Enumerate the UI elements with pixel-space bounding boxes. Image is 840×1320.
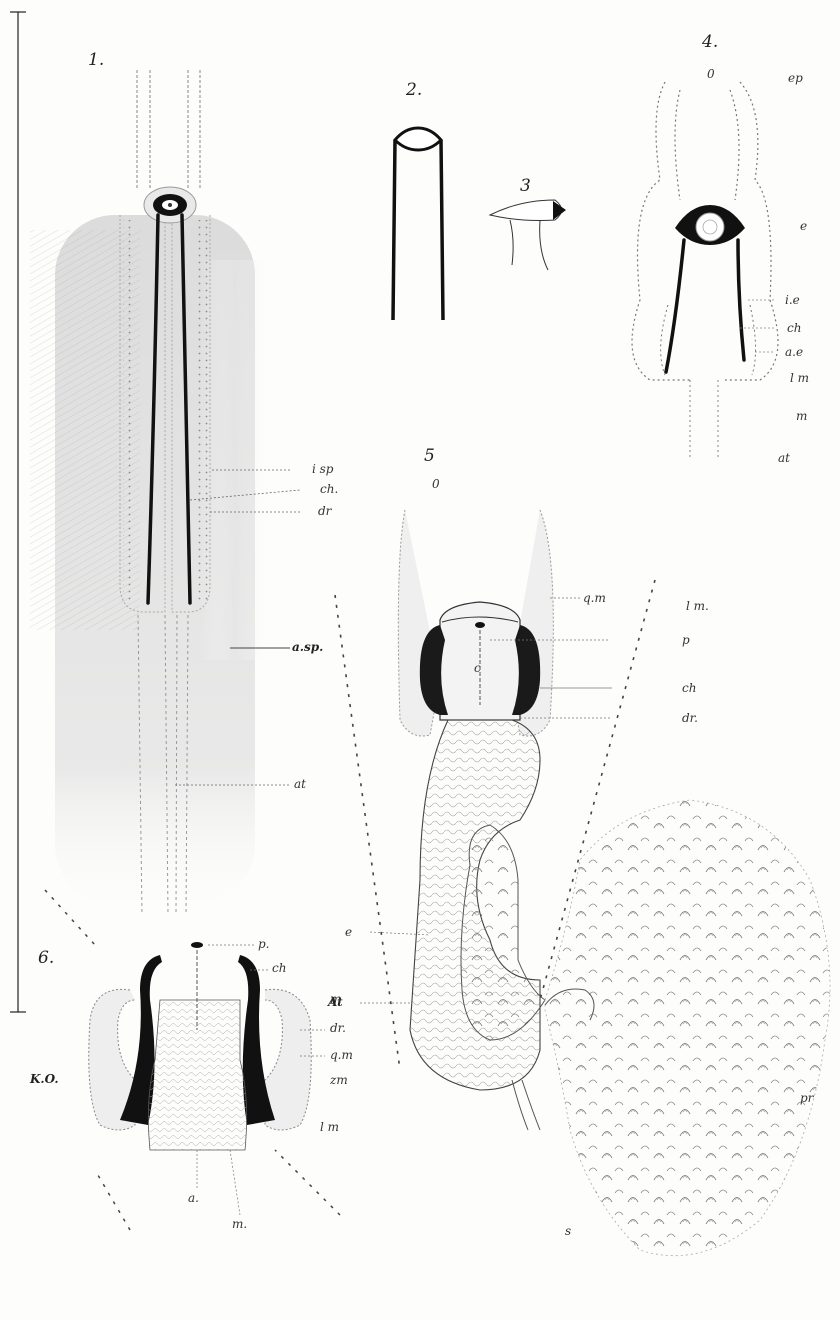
- fig4-label-ep: ep: [788, 72, 803, 84]
- fig6-label-zm: zm: [330, 1074, 348, 1086]
- fig6-label-m: m: [330, 993, 341, 1005]
- figure-6-drawing: [45, 890, 340, 1230]
- fig6-label-a: a.: [188, 1192, 199, 1204]
- fig6-label-ch: ch: [272, 962, 286, 974]
- figure-4-drawing: [632, 82, 778, 460]
- fig6-label-qm: q.m: [330, 1049, 353, 1061]
- figure-number-5: 5: [424, 448, 435, 465]
- fig5-label-lm: l m.: [686, 600, 709, 612]
- fig4-label-ch: ch: [787, 322, 801, 334]
- fig5-label-0: 0: [432, 478, 440, 490]
- figure-5-fan-drawing: [545, 800, 830, 1256]
- figure-number-4: 4.: [702, 34, 718, 51]
- fig4-label-m: m: [796, 410, 807, 422]
- fig5-label-dr: dr.: [682, 712, 698, 724]
- fig6-label-dr: dr.: [330, 1022, 346, 1034]
- figure-number-3: 3: [520, 178, 531, 195]
- scale-bar: [10, 12, 26, 1012]
- fig4-label-e: e: [800, 220, 807, 232]
- fig5-label-p: p: [682, 634, 690, 646]
- fig6-label-p: p.: [258, 938, 270, 950]
- figure-number-6: 6.: [38, 950, 54, 967]
- fig4-label-0: 0: [707, 68, 715, 80]
- fig6-label-m2: m.: [232, 1218, 247, 1230]
- fig1-label-at: at: [294, 778, 306, 790]
- fig5-label-ch: ch: [682, 682, 696, 694]
- fig4-label-ie: i.e: [785, 294, 800, 306]
- fig5-label-e: e: [345, 926, 352, 938]
- fig4-label-lm: l m: [790, 372, 809, 384]
- fig6-label-lm: l m: [320, 1121, 339, 1133]
- fig1-label-ch: ch.: [320, 483, 338, 495]
- figure-number-1: 1.: [88, 52, 104, 69]
- fig1-label-asp: a.sp.: [292, 641, 323, 653]
- fig6-label-KO: K.O.: [30, 1073, 59, 1085]
- fig5-label-qm: q.m: [583, 592, 606, 604]
- figure-3-drawing: [490, 200, 566, 270]
- figure-1-drawing: [30, 70, 300, 915]
- fig5-label-c: c: [474, 662, 481, 674]
- fig4-label-ae: a.e: [785, 346, 803, 358]
- figure-2-drawing: [393, 128, 443, 320]
- fig4-label-at: at: [778, 452, 790, 464]
- fig1-label-dr: dr: [318, 505, 331, 517]
- fig5-label-pr: pr: [800, 1092, 813, 1104]
- fig5-label-s: s: [565, 1225, 571, 1237]
- fig1-label-isp: i sp: [312, 463, 334, 475]
- figure-number-2: 2.: [406, 82, 422, 99]
